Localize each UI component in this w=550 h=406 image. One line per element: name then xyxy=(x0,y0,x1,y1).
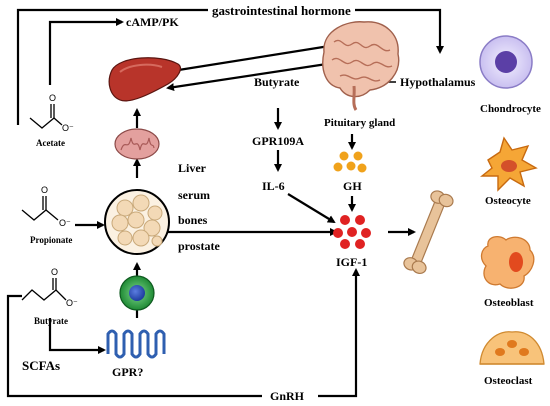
label-prostate: prostate xyxy=(178,239,220,253)
liver-highlight xyxy=(119,63,163,73)
label-scfas: SCFAs xyxy=(22,358,60,373)
arrow-left-frame-to-gnrh xyxy=(6,294,262,398)
label-gpr: GPR? xyxy=(112,365,143,379)
label-gpr109a: GPR109A xyxy=(252,134,304,148)
propionate-anion: O⁻ xyxy=(59,218,71,228)
label-butyrate-top: Butyrate xyxy=(254,75,300,89)
igf1-dots-icon xyxy=(333,215,371,249)
butyrate-anion: O⁻ xyxy=(66,298,78,308)
arrow-il6-to-igf1 xyxy=(287,193,336,224)
label-osteoblast: Osteoblast xyxy=(484,297,534,309)
gh-dots-icon xyxy=(333,151,367,173)
label-gastrointestinal-hormone: gastrointestinal hormone xyxy=(212,3,351,18)
label-igf1: IGF-1 xyxy=(336,255,367,269)
arrow-acetate-to-gi-hormone xyxy=(16,8,208,125)
mitochondrion-icon xyxy=(114,128,160,160)
osteoclast-icon xyxy=(479,331,545,365)
arrow-brain-to-liver xyxy=(166,60,341,92)
gpr-receptor-icon xyxy=(106,329,166,359)
label-hypothalamus: Hypothalamus xyxy=(400,75,476,89)
label-propionate: Propionate xyxy=(30,235,72,245)
acetate-oxygen: O xyxy=(49,93,56,103)
green-cell-icon xyxy=(119,275,155,311)
brain-icon xyxy=(322,21,400,111)
acetate-anion: O⁻ xyxy=(62,123,74,133)
label-osteoclast: Osteoclast xyxy=(484,375,533,387)
label-camp-pk: cAMP/PK xyxy=(126,15,179,29)
label-acetate: Acetate xyxy=(36,138,65,148)
chondrocyte-icon xyxy=(479,35,533,89)
label-gnrh: GnRH xyxy=(270,389,305,403)
arrow-gi-hormone-to-hypothalamus xyxy=(355,8,444,54)
bone-icon xyxy=(403,190,454,275)
osteocyte-icon xyxy=(480,136,538,192)
label-butyrate-left: Butyrate xyxy=(34,316,68,326)
adipocyte-icon xyxy=(104,189,170,255)
arrow-acetate-to-camp xyxy=(48,18,124,85)
arrow-gnrh-to-igf1 xyxy=(318,268,360,398)
label-liver: Liver xyxy=(178,161,207,175)
label-gh: GH xyxy=(343,179,362,193)
label-chondrocyte: Chondrocyte xyxy=(480,103,541,115)
acetate-molecule xyxy=(29,104,63,129)
propionate-molecule xyxy=(21,196,59,221)
propionate-oxygen: O xyxy=(41,185,48,195)
osteoblast-icon xyxy=(480,235,535,289)
arrow-butyrate-to-receptor xyxy=(48,318,106,354)
butyrate-oxygen: O xyxy=(51,267,58,277)
label-pituitary-gland: Pituitary gland xyxy=(324,117,395,129)
butyrate-molecule xyxy=(21,278,67,301)
label-il6: IL-6 xyxy=(262,179,285,193)
label-bones: bones xyxy=(178,213,208,227)
label-osteocyte: Osteocyte xyxy=(485,195,531,207)
label-serum: serum xyxy=(178,188,210,202)
arrow-liver-to-brain xyxy=(165,40,344,74)
